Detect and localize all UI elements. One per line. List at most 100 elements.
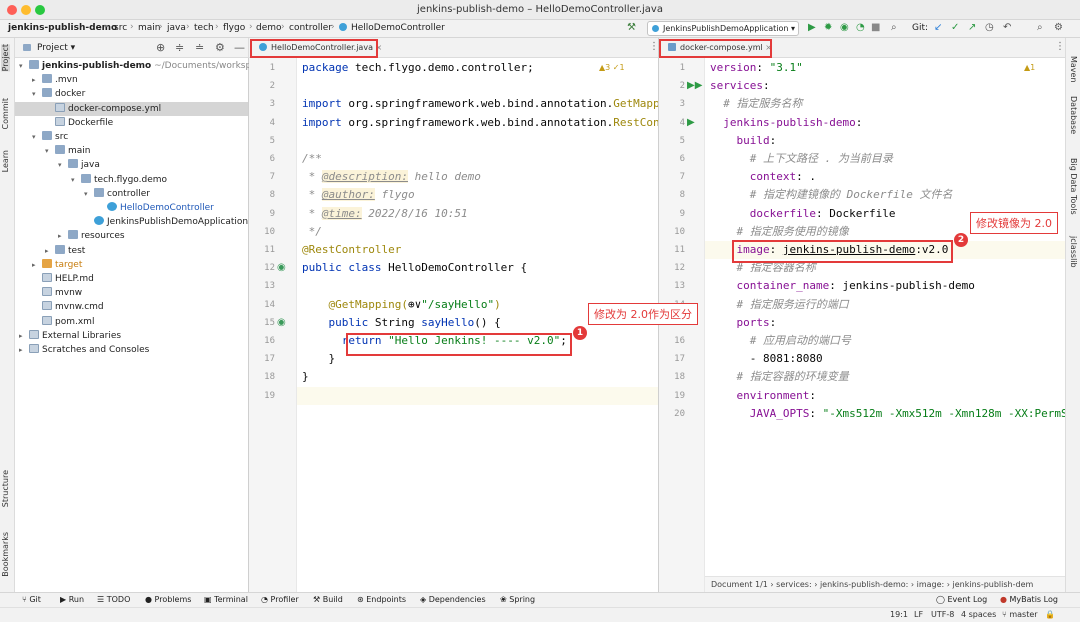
tree-node[interactable]: mvnw xyxy=(32,286,82,300)
chevron-icon[interactable]: ▸ xyxy=(58,232,62,241)
tree-node[interactable]: mvnw.cmd xyxy=(32,300,104,314)
left-editor-code-area[interactable]: package tech.flygo.demo.controller;impor… xyxy=(297,58,658,592)
dependencies-tool-button[interactable]: ◈ Dependencies xyxy=(420,595,486,604)
breadcrumb-tech[interactable]: tech xyxy=(194,23,214,33)
tree-node[interactable]: ▸target xyxy=(32,258,82,272)
git-tool-button[interactable]: ⑂ Git xyxy=(22,595,41,604)
indent-setting[interactable]: 4 spaces xyxy=(961,610,997,619)
chevron-icon[interactable]: ▾ xyxy=(45,147,49,156)
close-window-button[interactable] xyxy=(7,5,17,15)
run-tool-button[interactable]: ▶ Run xyxy=(60,595,85,604)
breadcrumb-class[interactable]: HelloDemoController xyxy=(339,23,445,33)
settings-icon[interactable]: ⚙ xyxy=(1054,22,1063,33)
maximize-window-button[interactable] xyxy=(35,5,45,15)
problems-tool-button[interactable]: ● Problems xyxy=(145,595,192,604)
learn-tool-tab[interactable]: Learn xyxy=(1,150,10,173)
git-commit-icon[interactable]: ✓ xyxy=(951,22,960,33)
breadcrumb-src[interactable]: src xyxy=(114,23,128,33)
right-editor-code-area[interactable]: version: "3.1"services: # 指定服务名称 jenkins… xyxy=(705,58,1065,576)
chevron-icon[interactable]: ▾ xyxy=(19,62,23,70)
lock-icon[interactable]: 🔒 xyxy=(1045,610,1055,619)
mybatis-log-button[interactable]: ● MyBatis Log xyxy=(1000,595,1058,604)
tree-node[interactable]: ▾controller xyxy=(84,187,150,201)
hide-panel-icon[interactable]: — xyxy=(234,41,245,54)
collapse-all-icon[interactable]: ≐ xyxy=(195,41,205,54)
big-data-tools-tab[interactable]: Big Data Tools xyxy=(1069,158,1078,215)
build-tool-button[interactable]: ⚒ Build xyxy=(313,595,343,604)
breadcrumb-project[interactable]: jenkins-publish-demo xyxy=(8,23,118,33)
locate-icon[interactable]: ⊕ xyxy=(156,41,166,54)
breadcrumb-java[interactable]: java xyxy=(167,23,186,33)
profiler-tool-button[interactable]: ◔ Profiler xyxy=(261,595,299,604)
tab-docker-compose[interactable]: docker-compose.yml × xyxy=(662,40,778,56)
rollback-icon[interactable]: ↶ xyxy=(1003,22,1012,33)
git-update-icon[interactable]: ↙ xyxy=(934,22,943,33)
jclasslib-tool-tab[interactable]: jclasslib xyxy=(1069,236,1078,268)
endpoints-tool-button[interactable]: ⊛ Endpoints xyxy=(357,595,407,604)
tree-node[interactable]: ▸test xyxy=(45,244,85,258)
run-icon[interactable]: ▶ xyxy=(808,22,816,33)
event-log-button[interactable]: ◯ Event Log xyxy=(936,595,988,604)
breadcrumb-controller[interactable]: controller xyxy=(289,23,332,33)
spring-tool-button[interactable]: ❀ Spring xyxy=(500,595,536,604)
stop-icon[interactable]: ■ xyxy=(871,22,881,33)
tree-node[interactable]: ▾docker xyxy=(32,87,85,101)
chevron-icon[interactable]: ▸ xyxy=(19,346,23,354)
chevron-icon[interactable]: ▸ xyxy=(32,76,36,85)
tree-node[interactable]: ▸.mvn xyxy=(32,73,78,87)
tree-node[interactable]: ▸Scratches and Consoles xyxy=(19,343,149,357)
endpoint-gutter-icon[interactable]: ◉ xyxy=(277,316,286,328)
chevron-icon[interactable]: ▾ xyxy=(32,90,36,99)
git-push-icon[interactable]: ↗ xyxy=(968,22,977,33)
more-tabs-icon[interactable]: ⋮ xyxy=(1055,41,1065,52)
hammer-icon[interactable]: ⚒ xyxy=(627,22,636,33)
chevron-icon[interactable]: ▸ xyxy=(19,331,23,340)
breadcrumb-demo[interactable]: demo xyxy=(256,23,282,33)
close-tab-icon[interactable]: × xyxy=(765,43,772,52)
run-service-icon[interactable]: ▶ xyxy=(687,116,695,128)
inspection-warnings[interactable]: ▲3 ✓1 xyxy=(599,63,625,72)
search-icon[interactable]: ⌕ xyxy=(891,22,897,33)
chevron-icon[interactable]: ▾ xyxy=(32,133,36,141)
structure-tool-tab[interactable]: Structure xyxy=(1,470,10,508)
tree-node[interactable]: HELP.md xyxy=(32,272,94,286)
run-configuration-select[interactable]: JenkinsPublishDemoApplication ▾ xyxy=(647,21,799,36)
run-services-icon[interactable]: ▶▶ xyxy=(687,80,703,92)
tree-node[interactable]: ▸External Libraries xyxy=(19,329,121,343)
chevron-icon[interactable]: ▾ xyxy=(71,175,75,184)
gear-icon[interactable]: ⚙ xyxy=(215,41,225,54)
bean-gutter-icon[interactable]: ◉ xyxy=(277,262,286,274)
tree-node[interactable]: ▾java xyxy=(58,158,100,172)
chevron-icon[interactable]: ▾ xyxy=(58,161,62,170)
debug-icon[interactable]: ✹ xyxy=(824,22,833,33)
caret-position[interactable]: 19:1 xyxy=(890,610,908,619)
tree-node[interactable]: pom.xml xyxy=(32,315,94,329)
maven-tool-tab[interactable]: Maven xyxy=(1069,56,1078,83)
tree-node[interactable]: JenkinsPublishDemoApplication xyxy=(84,215,248,229)
tree-node[interactable]: ▾jenkins-publish-demo ~/Documents/worksp… xyxy=(19,59,257,73)
tree-node[interactable]: HelloDemoController xyxy=(97,201,214,215)
yaml-path-breadcrumb[interactable]: Document 1/1 › services: › jenkins-publi… xyxy=(711,580,1034,589)
file-encoding[interactable]: UTF-8 xyxy=(931,610,955,619)
tree-node[interactable]: ▾src xyxy=(32,130,68,144)
close-tab-icon[interactable]: × xyxy=(375,43,383,52)
inspection-warnings[interactable]: ▲1 xyxy=(1024,63,1036,72)
coverage-icon[interactable]: ◉ xyxy=(840,22,849,33)
todo-tool-button[interactable]: ☰ TODO xyxy=(97,595,131,604)
vcs-branch[interactable]: ⑂ master xyxy=(1002,610,1038,619)
chevron-icon[interactable]: ▸ xyxy=(45,246,49,255)
bookmarks-tool-tab[interactable]: Bookmarks xyxy=(1,532,10,577)
history-icon[interactable]: ◷ xyxy=(985,22,994,33)
breadcrumb-flygo[interactable]: flygo xyxy=(223,23,246,33)
project-tool-tab[interactable]: Project xyxy=(1,44,10,72)
tree-node[interactable]: ▸resources xyxy=(58,229,125,243)
terminal-tool-button[interactable]: ▣ Terminal xyxy=(204,595,248,604)
database-tool-tab[interactable]: Database xyxy=(1069,96,1078,135)
minimize-window-button[interactable] xyxy=(21,5,31,15)
line-separator[interactable]: LF xyxy=(914,610,924,619)
search-everywhere-icon[interactable]: ⌕ xyxy=(1037,22,1043,33)
tree-node[interactable]: docker-compose.yml xyxy=(45,102,161,116)
tab-hello-demo-controller[interactable]: HelloDemoController.java × xyxy=(253,40,388,56)
expand-all-icon[interactable]: ≑ xyxy=(175,41,185,54)
tree-node[interactable]: Dockerfile xyxy=(45,116,113,130)
